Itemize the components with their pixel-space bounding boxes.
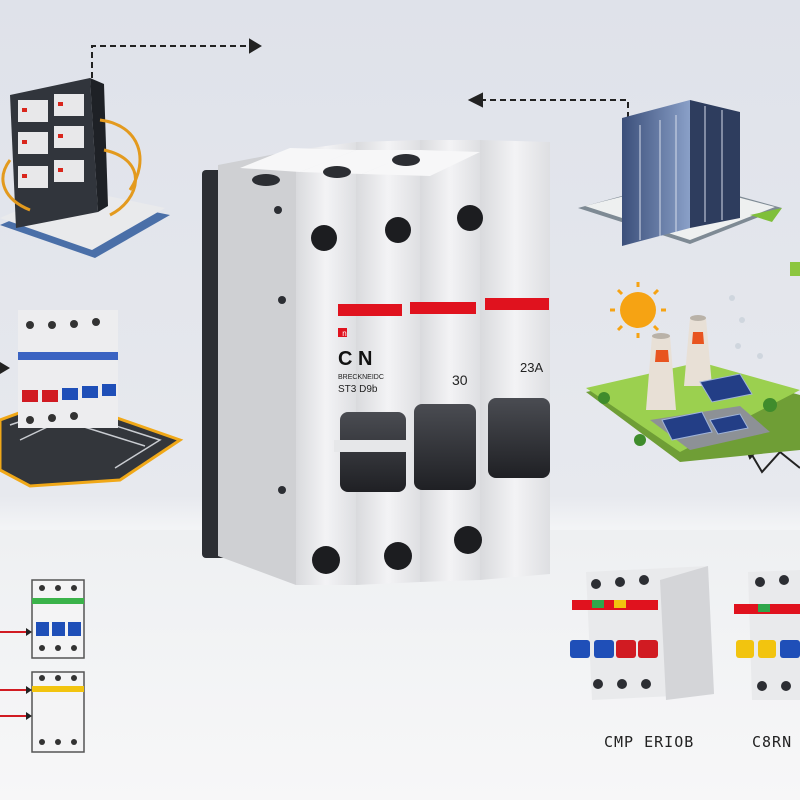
- brand-logo: n: [342, 329, 347, 338]
- solar-panel-icon: [661, 373, 753, 441]
- tiny-breaker-yellow: [0, 671, 85, 753]
- caption-right-group: C8RN: [752, 733, 793, 751]
- breaker-group-right: [734, 570, 800, 700]
- small-breaker-icon: [0, 310, 184, 488]
- sun-icon: [610, 282, 763, 359]
- spec-text: BRECKNEIDC: [338, 374, 384, 381]
- sub-text: ST3 D9b: [338, 384, 378, 395]
- rating-right: 23A: [520, 360, 544, 375]
- rating-mid: 30: [452, 372, 468, 388]
- breaker-group-left: [570, 566, 714, 700]
- data-center-icon: [578, 100, 800, 276]
- brand-label: C N: [338, 348, 373, 370]
- tiny-breaker-blue: [0, 579, 85, 659]
- cooling-tower-icon: [586, 315, 800, 462]
- main-breaker: [202, 140, 550, 585]
- server-rack-icon: [0, 78, 170, 258]
- caption-left-group: CMP ERIOB: [604, 733, 695, 751]
